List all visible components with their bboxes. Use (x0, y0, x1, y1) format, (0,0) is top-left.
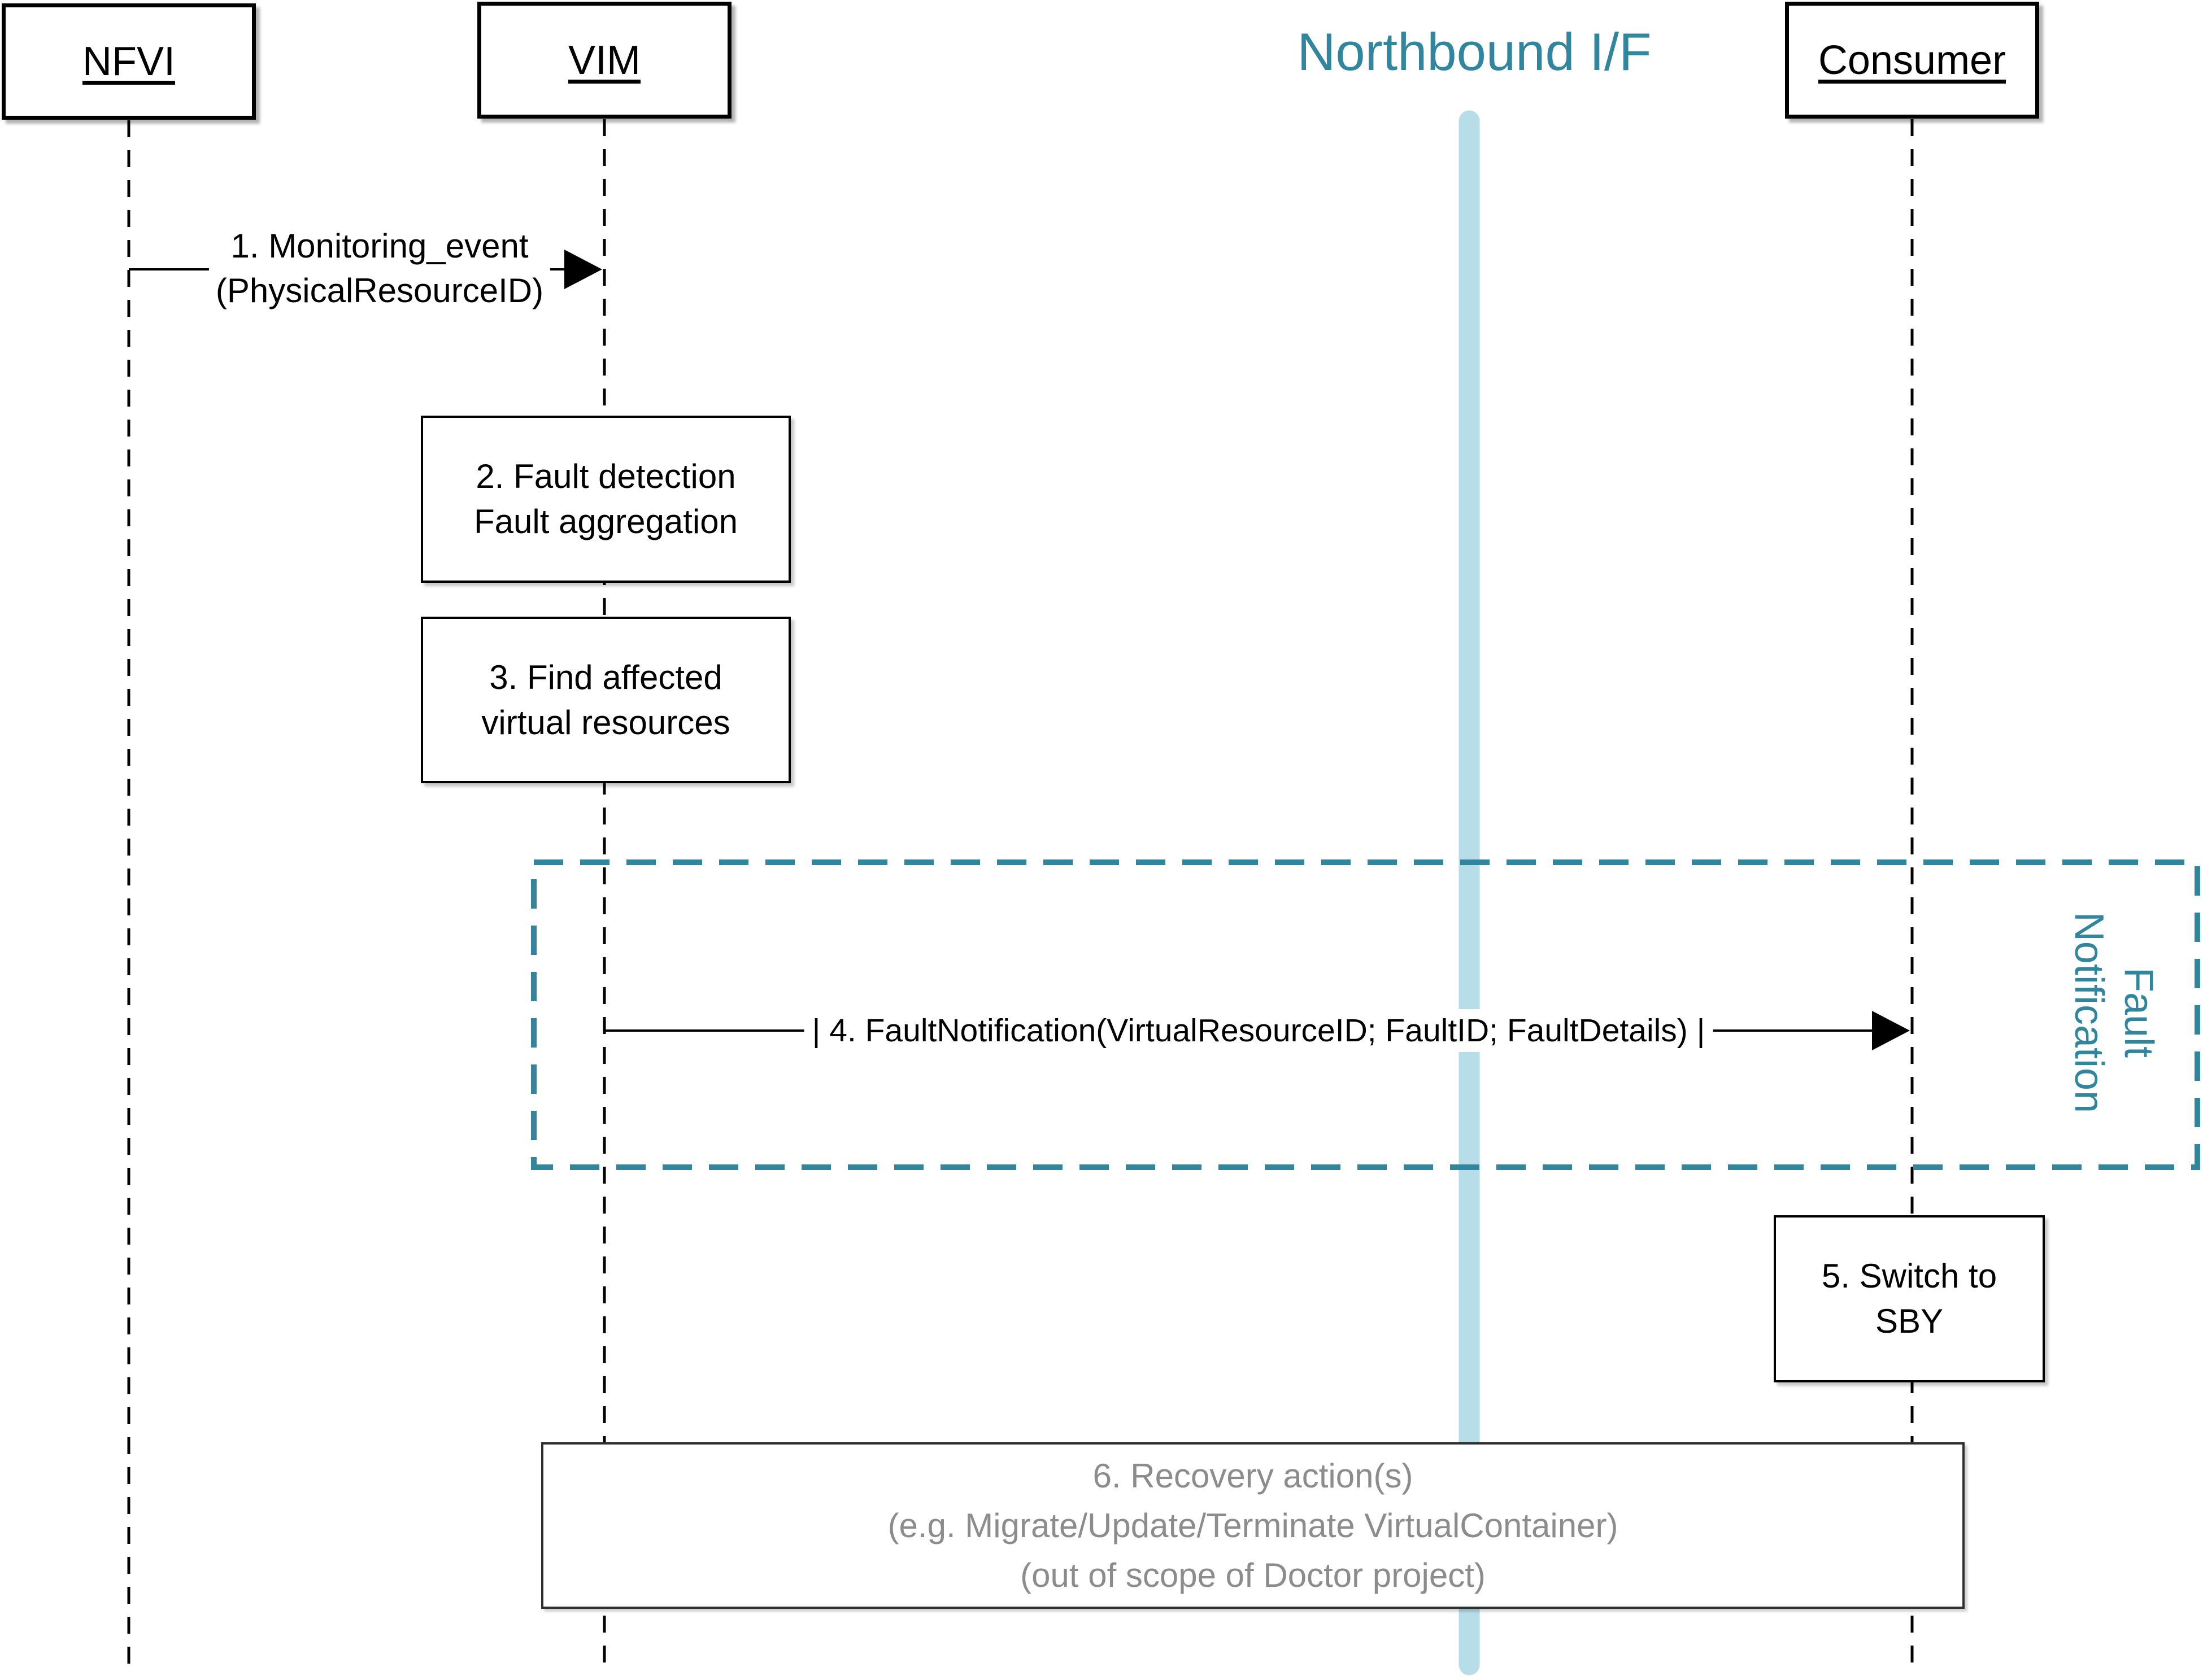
actor-box-vim: VIM (477, 2, 732, 119)
activity-box-recovery-actions: 6. Recovery action(s) (e.g. Migrate/Upda… (541, 1442, 1965, 1609)
northbound-interface-title: Northbound I/F (1297, 22, 1652, 81)
activity-5-line2: SBY (1875, 1302, 1944, 1340)
activity-6-line2: (e.g. Migrate/Update/Terminate VirtualCo… (887, 1506, 1618, 1544)
activity-2-line1: 2. Fault detection (476, 457, 736, 495)
actor-label-consumer: Consumer (1818, 37, 2006, 83)
activity-3-line1: 3. Find affected (489, 658, 722, 696)
activity-box-fault-detection: 2. Fault detection Fault aggregation (421, 416, 791, 583)
actor-box-nfvi: NFVI (2, 3, 256, 120)
message-1-line2: (PhysicalResourceID) (215, 272, 544, 309)
actor-label-vim: VIM (568, 37, 641, 83)
message-1-line1: 1. Monitoring_event (230, 227, 529, 265)
fault-notification-frame (531, 859, 2200, 1170)
activity-box-find-affected: 3. Find affected virtual resources (421, 617, 791, 783)
frame-label-line1: Fault (2116, 967, 2161, 1058)
activity-6-line1: 6. Recovery action(s) (1092, 1456, 1413, 1495)
activity-6-line3: (out of scope of Doctor project) (1020, 1556, 1486, 1594)
activity-2-line2: Fault aggregation (474, 503, 738, 540)
fault-notification-arrowhead (1872, 1011, 1910, 1050)
monitoring-event-arrowhead (564, 250, 602, 289)
message-1-label: 1. Monitoring_event (PhysicalResourceID) (208, 224, 551, 313)
activity-box-switch-to-sby: 5. Switch to SBY (1774, 1215, 2045, 1382)
actor-box-consumer: Consumer (1785, 2, 2039, 119)
actor-label-nfvi: NFVI (82, 39, 175, 84)
activity-5-line1: 5. Switch to (1821, 1257, 1997, 1295)
message-4-label: | 4. FaultNotification(VirtualResourceID… (804, 1009, 1713, 1052)
fault-notification-frame-label: Fault Notification (2064, 912, 2163, 1113)
frame-label-line2: Notification (2066, 911, 2111, 1114)
activity-3-line2: virtual resources (481, 703, 730, 741)
